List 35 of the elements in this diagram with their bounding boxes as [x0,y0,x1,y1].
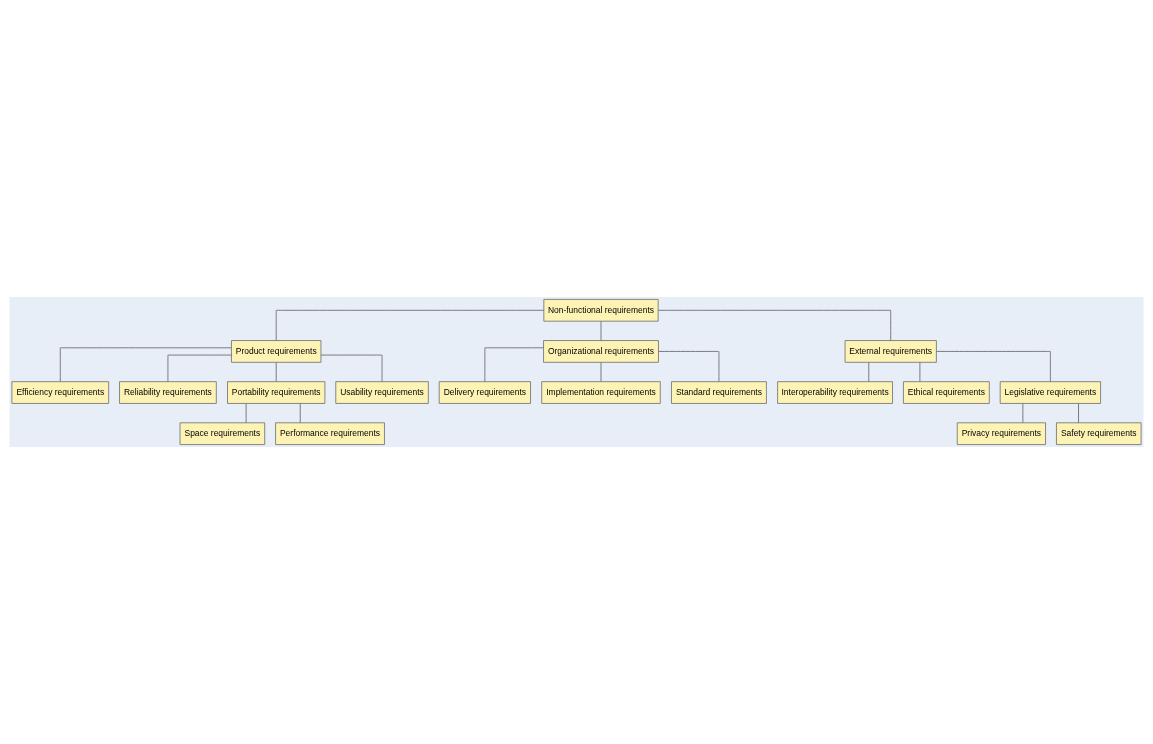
node-box: Space requirements [179,422,266,446]
node-box: Product requirements [231,340,322,363]
connector [167,354,232,382]
connector [275,309,545,341]
node-box: Usability requirements [335,381,429,404]
connector [1022,403,1024,424]
connector [245,403,247,424]
node-box: Interoperability requirements [777,381,893,404]
connector [275,362,277,382]
connector [299,403,301,424]
node-box: Delivery requirements [438,381,531,404]
node-box: Standard requirements [671,381,767,404]
connector [868,362,870,382]
node-box: Non-functional requirements [543,298,659,322]
node-box: Efficiency requirements [11,381,110,404]
node-box: Safety requirements [1056,422,1142,446]
node-box: Legislative requirements [999,381,1102,404]
connector [936,351,1051,382]
node-box: Organizational requirements [543,340,659,363]
node-box: External requirements [844,340,937,363]
connector [658,351,720,382]
connector [59,347,232,382]
connector [320,354,383,382]
node-box: Ethical requirements [902,381,990,404]
connector [600,362,602,382]
connector [600,320,602,341]
connector [484,347,544,382]
node-box: Privacy requirements [956,422,1046,446]
connector [919,362,921,382]
node-box: Reliability requirements [119,381,217,404]
connector [1078,403,1079,424]
node-box: Performance requirements [275,422,385,446]
node-box: Portability requirements [227,381,326,404]
node-box: Implementation requirements [541,381,661,404]
connector [657,309,892,341]
